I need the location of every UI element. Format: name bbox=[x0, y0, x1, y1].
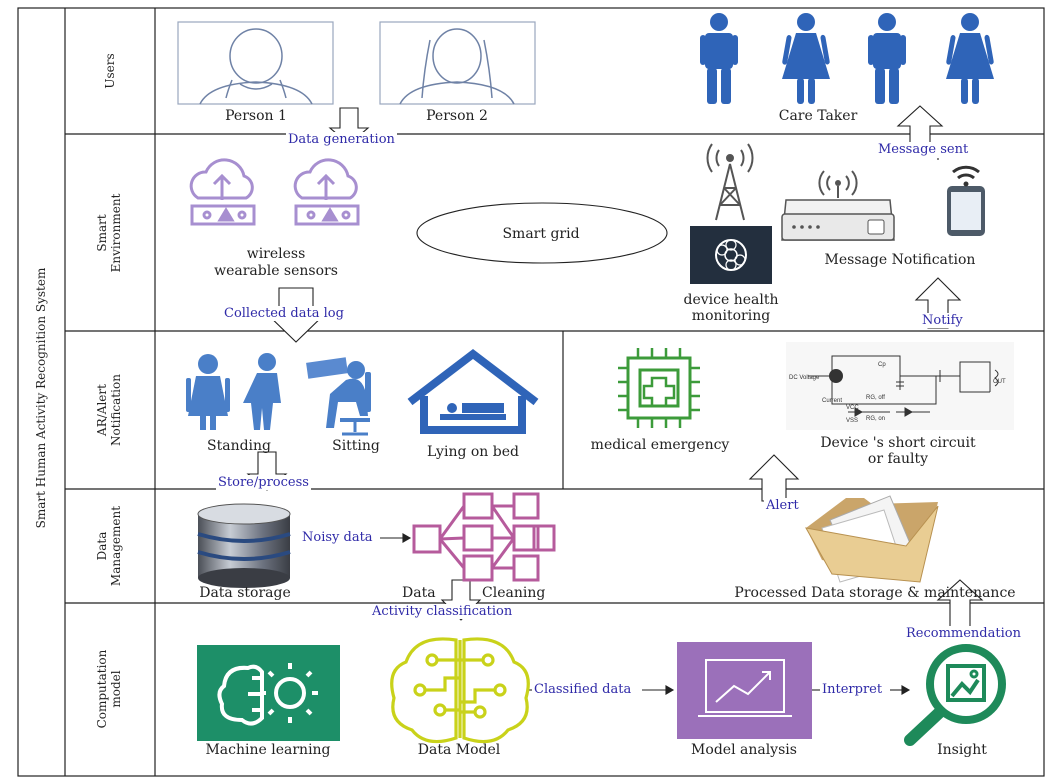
sitting-person-icon bbox=[306, 357, 371, 436]
circuit-vcc-label: VCC bbox=[846, 405, 859, 411]
lane-smart-environment-line2: Environment bbox=[109, 193, 123, 273]
flow-data-generation: Data generation bbox=[286, 132, 397, 147]
outer-border bbox=[17, 7, 1045, 777]
flow-store-process: Store/process bbox=[216, 475, 311, 490]
caretaker-male-1 bbox=[700, 13, 738, 104]
circuit-out-label: OUT bbox=[993, 379, 1006, 385]
smart-grid-ellipse bbox=[416, 202, 668, 264]
lane-data-management-line1: Data bbox=[95, 531, 109, 561]
cloud-sensor-icons bbox=[189, 158, 360, 226]
data-model-icon bbox=[390, 637, 530, 744]
person1-label: Person 1 bbox=[225, 108, 287, 124]
caretaker-female-2 bbox=[946, 13, 994, 104]
lane-data-management: Data Management bbox=[95, 491, 125, 601]
flow-recommendation: Recommendation bbox=[904, 626, 1023, 641]
flow-noisy-data: Noisy data bbox=[300, 530, 375, 545]
short-circuit-label-line1: Device 's short circuit bbox=[820, 435, 976, 451]
lying-label: Lying on bed bbox=[427, 444, 519, 460]
sensors-label-line1: wireless bbox=[246, 246, 306, 262]
lane-users: Users bbox=[103, 53, 117, 89]
cleaning-label-cleaning: Cleaning bbox=[482, 585, 546, 601]
flow-alert: Alert bbox=[764, 498, 801, 513]
medical-emergency-label: medical emergency bbox=[590, 437, 730, 453]
circuit-current-label: Current bbox=[822, 398, 842, 404]
data-model-label: Data Model bbox=[417, 742, 501, 758]
device-health-label-line2: monitoring bbox=[691, 308, 771, 324]
flow-activity-classification: Activity classification bbox=[370, 604, 515, 619]
data-cleaning-icon bbox=[412, 492, 556, 582]
medical-emergency-icon bbox=[618, 348, 700, 428]
device-health-label-line1: device health bbox=[683, 292, 779, 308]
caretaker-female-1 bbox=[782, 13, 830, 104]
lane-computation-model-line2: model bbox=[109, 670, 123, 708]
system-title: Smart Human Activity Recognition System bbox=[34, 267, 48, 529]
cloud-sensor-2 bbox=[293, 158, 360, 226]
folder-icon bbox=[805, 495, 939, 583]
circuit-rg-off-label: RG, off bbox=[866, 395, 885, 401]
data-storage-label: Data storage bbox=[199, 585, 291, 601]
lying-on-bed-icon bbox=[407, 348, 539, 434]
circuit-vss-label: VSS bbox=[846, 418, 858, 424]
phone-icon bbox=[947, 165, 985, 236]
lane-computation-model: Computation model bbox=[95, 634, 125, 744]
lane-computation-model-line1: Computation bbox=[95, 649, 109, 729]
lane-ar-alert: AR/Alert Notification bbox=[95, 350, 125, 470]
flow-collected-data-log: Collected data log bbox=[222, 306, 346, 321]
sitting-label: Sitting bbox=[332, 438, 380, 454]
machine-learning-icon bbox=[197, 645, 340, 741]
caretaker-male-2 bbox=[868, 13, 906, 104]
caretaker-figures bbox=[700, 13, 994, 104]
flow-interpret: Interpret bbox=[820, 682, 885, 697]
sensors-label-line2: wearable sensors bbox=[214, 263, 338, 279]
router-icon bbox=[781, 170, 895, 241]
short-circuit-label-line2: or faulty bbox=[867, 451, 929, 467]
circuit-cp-label: Cp bbox=[878, 362, 886, 368]
lane-ar-alert-line2: Notification bbox=[109, 374, 123, 446]
standing-label: Standing bbox=[207, 438, 271, 454]
flow-classified-data: Classified data bbox=[532, 682, 634, 697]
lane-ar-alert-line1: AR/Alert bbox=[95, 384, 109, 436]
person2-portrait bbox=[379, 21, 536, 105]
database-icon bbox=[197, 503, 291, 588]
insight-label: Insight bbox=[937, 742, 987, 758]
standing-man-icon bbox=[243, 353, 281, 430]
machine-learning-label: Machine learning bbox=[205, 742, 331, 758]
arrow-message-sent bbox=[896, 105, 944, 147]
flow-notify: Notify bbox=[920, 313, 965, 328]
standing-woman-icon bbox=[186, 354, 230, 430]
circuit-rg-on-label: RG, on bbox=[866, 416, 885, 422]
message-notification-label: Message Notification bbox=[824, 252, 976, 268]
caretaker-label: Care Taker bbox=[778, 108, 858, 124]
model-analysis-icon bbox=[677, 642, 812, 739]
arrow-notify bbox=[914, 277, 962, 329]
device-health-icon bbox=[690, 226, 772, 284]
processed-storage-label: Processed Data storage & maintenance bbox=[734, 585, 1016, 601]
lane-smart-environment: Smart Environment bbox=[95, 168, 125, 298]
circuit-diagram: DC Voltage OUT Current VCC VSS RG, off R… bbox=[786, 342, 1014, 430]
circuit-dc-label: DC Voltage bbox=[789, 375, 820, 381]
arrow-alert bbox=[748, 454, 800, 502]
insight-icon bbox=[904, 644, 1006, 746]
person2-label: Person 2 bbox=[426, 108, 488, 124]
lane-smart-environment-line1: Smart bbox=[95, 214, 109, 252]
smart-grid-label: Smart grid bbox=[502, 226, 580, 242]
flow-message-sent: Message sent bbox=[876, 142, 971, 157]
person1-portrait bbox=[177, 21, 334, 105]
tower-icon bbox=[706, 143, 754, 221]
cleaning-label-data: Data bbox=[402, 585, 436, 601]
lane-data-management-line2: Management bbox=[109, 505, 123, 587]
cloud-sensor-1 bbox=[189, 158, 256, 226]
model-analysis-label: Model analysis bbox=[691, 742, 797, 758]
